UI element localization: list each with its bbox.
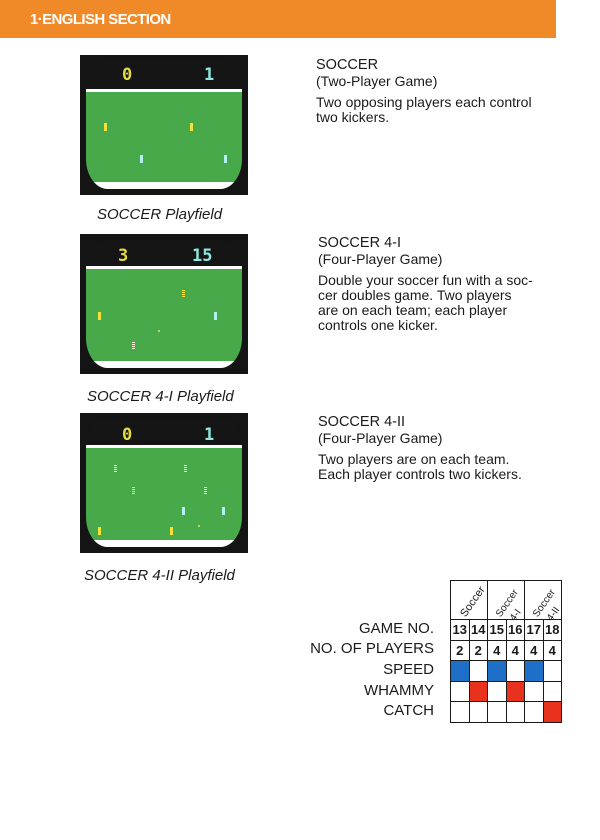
- left-score: 3: [118, 246, 129, 266]
- table-cell-catch-4: [524, 701, 544, 723]
- playfield: [86, 445, 242, 547]
- game-players: (Four-Player Game): [318, 430, 443, 446]
- row-label-game-no: GAME NO.: [358, 620, 434, 637]
- table-cell-whammy-0: [450, 680, 470, 702]
- table-cell-game_numbers-5: 18: [542, 619, 562, 641]
- game-players: (Two-Player Game): [316, 73, 438, 89]
- table-cell-catch-3: [505, 701, 525, 723]
- table-cell-players-2: 4: [487, 639, 507, 661]
- game-description: Double your soccer fun with a soc- cer d…: [318, 272, 533, 333]
- row-label-whammy: WHAMMY: [364, 682, 434, 699]
- table-cell-game_numbers-4: 17: [524, 619, 544, 641]
- table-cell-players-3: 4: [505, 639, 525, 661]
- section-header-bar: [0, 0, 556, 38]
- table-cell-game_numbers-0: 13: [450, 619, 470, 641]
- table-header-soccer-4-i: Soccer 4-I: [487, 580, 525, 623]
- table-header-soccer: Soccer: [450, 580, 488, 620]
- playfield: [86, 266, 242, 368]
- table-cell-game_numbers-3: 16: [505, 619, 525, 641]
- game-title: SOCCER 4-I (Four-Player Game): [318, 235, 442, 267]
- game-name: SOCCER 4-II: [318, 414, 406, 430]
- table-cell-speed-2: [487, 660, 507, 682]
- playfield-caption: SOCCER 4-II Playfield: [84, 567, 235, 584]
- table-cell-whammy-3: [505, 680, 525, 702]
- left-score: 0: [122, 425, 133, 445]
- game-name: SOCCER: [316, 57, 379, 73]
- right-score: 1: [204, 425, 215, 445]
- playfield: [86, 89, 242, 189]
- section-header-text: 1·ENGLISH SECTION: [30, 11, 171, 28]
- table-cell-whammy-2: [487, 680, 507, 702]
- game-description: Two players are on each team. Each playe…: [318, 451, 522, 482]
- table-cell-players-1: 2: [468, 639, 488, 661]
- left-score: 0: [122, 65, 133, 85]
- table-cell-players-4: 4: [524, 639, 544, 661]
- table-cell-speed-5: [542, 660, 562, 682]
- table-cell-speed-4: [524, 660, 544, 682]
- tv-screen: 3 15: [86, 240, 242, 368]
- playfield-caption: SOCCER Playfield: [97, 206, 223, 223]
- table-cell-whammy-4: [524, 680, 544, 702]
- row-label-speed: SPEED: [383, 661, 434, 678]
- soccer-playfield-image: 0 1: [80, 55, 248, 195]
- soccer-4-i-playfield-image: 3 15: [80, 234, 248, 374]
- table-cell-speed-1: [468, 660, 488, 682]
- table-cell-players-5: 4: [542, 639, 562, 661]
- header-label: Soccer: [458, 584, 488, 620]
- right-score: 1: [204, 65, 215, 85]
- table-header-soccer-4-ii: Soccer 4-II: [524, 580, 562, 623]
- table-cell-whammy-5: [542, 680, 562, 702]
- table-cell-catch-1: [468, 701, 488, 723]
- tv-screen: 0 1: [86, 419, 242, 547]
- table-cell-whammy-1: [468, 680, 488, 702]
- game-name: SOCCER 4-I: [318, 235, 401, 251]
- table-cell-game_numbers-1: 14: [468, 619, 488, 641]
- right-score: 15: [192, 246, 213, 266]
- tv-screen: 0 1: [86, 61, 242, 189]
- game-title: SOCCER (Two-Player Game): [316, 57, 437, 89]
- table-cell-catch-2: [487, 701, 507, 723]
- table-cell-speed-0: [450, 660, 470, 682]
- table-cell-catch-5: [542, 701, 562, 723]
- game-description: Two opposing players each control two ki…: [316, 94, 532, 125]
- game-title: SOCCER 4-II (Four-Player Game): [318, 414, 442, 446]
- table-cell-catch-0: [450, 701, 470, 723]
- row-label-players: NO. OF PLAYERS: [310, 640, 434, 657]
- table-cell-game_numbers-2: 15: [487, 619, 507, 641]
- soccer-4-ii-playfield-image: 0 1: [80, 413, 248, 553]
- table-cell-speed-3: [505, 660, 525, 682]
- game-players: (Four-Player Game): [318, 251, 443, 267]
- table-cell-players-0: 2: [450, 639, 470, 661]
- row-label-catch: CATCH: [383, 702, 434, 719]
- playfield-caption: SOCCER 4-I Playfield: [87, 388, 234, 405]
